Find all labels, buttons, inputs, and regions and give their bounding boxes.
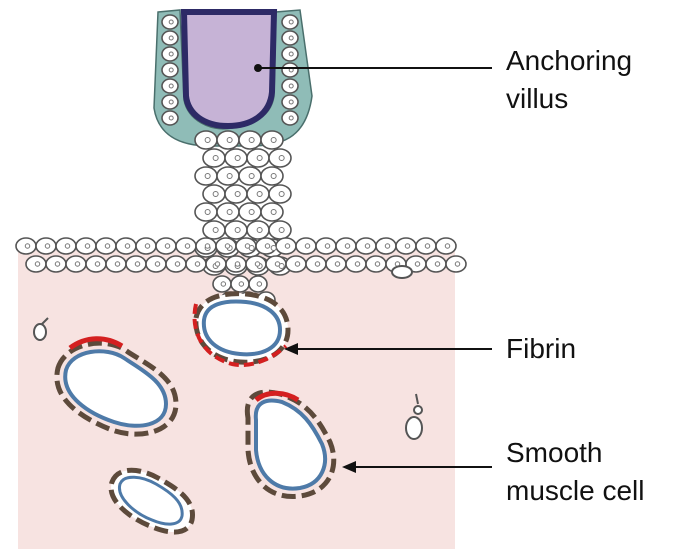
cell-nucleus <box>235 262 239 266</box>
cell-nucleus <box>225 244 229 248</box>
cell-nucleus <box>415 262 419 266</box>
label-smooth-muscle-cell: Smooth muscle cell <box>506 434 644 510</box>
cell-nucleus <box>425 244 429 248</box>
cell-nucleus <box>289 100 293 104</box>
cell-nucleus <box>169 36 173 40</box>
cell-nucleus <box>249 209 254 214</box>
cell-nucleus <box>165 244 169 248</box>
cell-nucleus <box>235 227 240 232</box>
cell-nucleus <box>335 262 339 266</box>
cell-nucleus <box>169 68 173 72</box>
cell-nucleus <box>255 262 259 266</box>
cell-nucleus <box>271 173 276 178</box>
cell-nucleus <box>239 282 243 286</box>
cell-nucleus <box>205 173 210 178</box>
cell-nucleus <box>315 262 319 266</box>
cell-nucleus <box>115 262 119 266</box>
cell-nucleus <box>205 137 210 142</box>
cell-nucleus <box>205 244 209 248</box>
cell-nucleus <box>455 262 459 266</box>
cell-nucleus <box>25 244 29 248</box>
cell-nucleus <box>205 209 210 214</box>
cell-nucleus <box>289 52 293 56</box>
cell-nucleus <box>213 191 218 196</box>
cell-nucleus <box>215 262 219 266</box>
cell-nucleus <box>65 244 69 248</box>
cell-nucleus <box>249 137 254 142</box>
cell-nucleus <box>95 262 99 266</box>
cell-nucleus <box>213 155 218 160</box>
label-fibrin: Fibrin <box>506 330 576 368</box>
cell-nucleus <box>169 52 173 56</box>
cell-nucleus <box>405 244 409 248</box>
cell-nucleus <box>285 244 289 248</box>
cell-nucleus <box>271 245 276 250</box>
cell-nucleus <box>155 262 159 266</box>
cell-nucleus <box>169 100 173 104</box>
cell-nucleus <box>185 244 189 248</box>
cell-nucleus <box>435 262 439 266</box>
cell-nucleus <box>289 84 293 88</box>
cell-nucleus <box>365 244 369 248</box>
cell-nucleus <box>135 262 139 266</box>
cell-nucleus <box>289 116 293 120</box>
cell-nucleus <box>145 244 149 248</box>
cell-nucleus <box>289 36 293 40</box>
cell-nucleus <box>279 227 284 232</box>
cell-nucleus <box>75 262 79 266</box>
cell-nucleus <box>271 137 276 142</box>
cell-nucleus <box>305 244 309 248</box>
cell-nucleus <box>279 155 284 160</box>
cell-nucleus <box>249 173 254 178</box>
cell-nucleus <box>227 137 232 142</box>
cell-nucleus <box>175 262 179 266</box>
cell-nucleus <box>275 262 279 266</box>
cell-nucleus <box>345 244 349 248</box>
cell-nucleus <box>355 262 359 266</box>
cell-nucleus <box>227 209 232 214</box>
cell-nucleus <box>385 244 389 248</box>
cell-nucleus <box>213 227 218 232</box>
cell-nucleus <box>295 262 299 266</box>
cell-nucleus <box>169 84 173 88</box>
cell-nucleus <box>257 191 262 196</box>
cell-nucleus <box>257 282 261 286</box>
cell-nucleus <box>235 155 240 160</box>
cell-nucleus <box>289 20 293 24</box>
cell-nucleus <box>265 244 269 248</box>
cell-nucleus <box>169 20 173 24</box>
cell-nucleus <box>85 244 89 248</box>
cell-nucleus <box>195 262 199 266</box>
label-anchoring-villus: Anchoring villus <box>506 42 632 118</box>
cell-nucleus <box>257 227 262 232</box>
cell-nucleus <box>257 155 262 160</box>
cell-nucleus <box>221 282 225 286</box>
cell-nucleus <box>169 116 173 120</box>
cell-nucleus <box>325 244 329 248</box>
cell-nucleus <box>227 173 232 178</box>
cell-nucleus <box>271 209 276 214</box>
cell-nucleus <box>55 262 59 266</box>
cell-nucleus <box>375 262 379 266</box>
cell-nucleus <box>279 191 284 196</box>
cell-nucleus <box>445 244 449 248</box>
cell-nucleus <box>245 244 249 248</box>
cell-nucleus <box>105 244 109 248</box>
cell-nucleus <box>235 191 240 196</box>
cell-nucleus <box>35 262 39 266</box>
cell-nucleus <box>125 244 129 248</box>
cell-nucleus <box>45 244 49 248</box>
